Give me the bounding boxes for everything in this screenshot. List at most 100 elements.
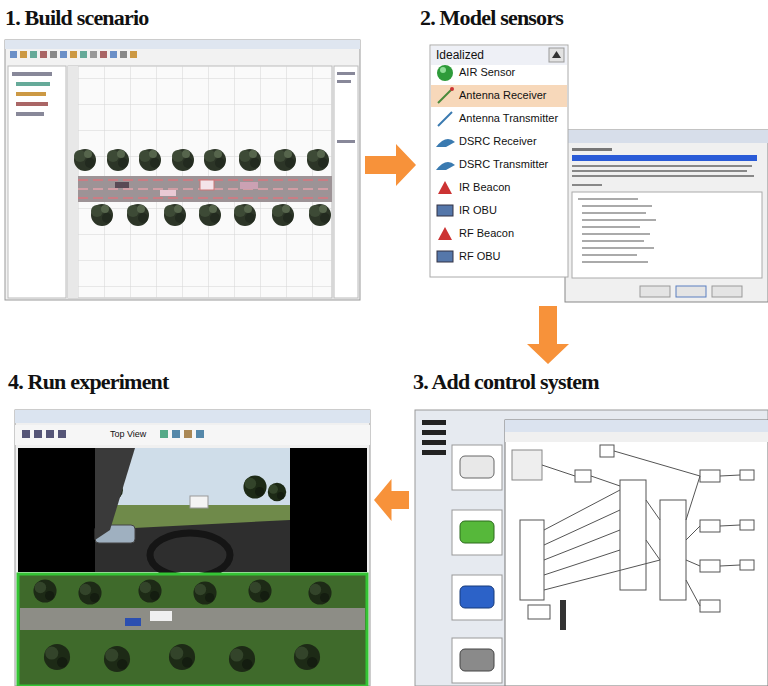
control-model-screenshot-part	[415, 410, 768, 686]
scenario-screenshot-part	[100, 51, 107, 58]
sensor-library-screenshot-part	[582, 240, 644, 242]
experiment-screenshot-part	[44, 644, 70, 670]
sensor-library-screenshot-part	[436, 162, 455, 170]
scenario-screenshot-part	[309, 204, 331, 226]
sensor-library-screenshot-part	[431, 46, 567, 65]
control-model-screenshot-part	[740, 520, 754, 530]
scenario-screenshot-part	[50, 51, 57, 58]
sensor-item: IR Beacon	[459, 181, 510, 194]
step-title: 3. Add control system	[413, 368, 599, 396]
sensor-library-screenshot-part	[565, 130, 768, 302]
sensor-library-screenshot-part	[565, 130, 768, 143]
sensor-item: DSRC Transmitter	[459, 158, 548, 171]
sensor-library-screenshot-part	[430, 45, 568, 277]
scenario-screenshot-part	[91, 204, 113, 226]
control-model-screenshot-part	[460, 521, 494, 543]
sensor-item: Antenna Transmitter	[459, 112, 558, 125]
scenario-screenshot-part	[16, 82, 50, 86]
sensor-library-screenshot-part	[582, 254, 637, 256]
sensor-library-screenshot-part	[582, 226, 640, 228]
sensor-library-screenshot-part	[676, 286, 706, 297]
sensor-library-screenshot-part	[572, 170, 747, 172]
sensor-library-screenshot-part	[438, 112, 452, 126]
sensor-library-screenshot-part	[438, 227, 452, 240]
sensor-item: DSRC Receiver	[459, 135, 537, 148]
flow-arrow	[527, 306, 569, 364]
control-model-screenshot-part	[422, 430, 446, 435]
step-panel: 4. Run experiment	[8, 368, 370, 684]
sensor-library-screenshot-part	[582, 205, 652, 207]
experiment-screenshot-part	[18, 574, 367, 686]
control-model-screenshot-part	[700, 560, 720, 572]
scenario-screenshot-part	[127, 204, 149, 226]
scenario-screenshot-part	[164, 204, 186, 226]
sensor-library-screenshot-part	[549, 48, 564, 62]
control-model-screenshot-part	[660, 500, 686, 600]
scenario-screenshot-part	[107, 149, 129, 171]
control-model-screenshot-part	[600, 445, 614, 457]
experiment-screenshot-part	[172, 430, 180, 438]
control-model-screenshot-part	[520, 520, 544, 600]
control-model-screenshot-part	[422, 450, 446, 455]
sensor-library-screenshot-part	[438, 181, 452, 194]
sensor-library-screenshot-part	[450, 87, 454, 91]
sensor-item: RF OBU	[459, 250, 501, 263]
experiment-screenshot-part	[104, 646, 130, 672]
sensor-library-screenshot-part	[572, 165, 752, 167]
sensor-library-screenshot-part	[440, 67, 446, 73]
control-model-screenshot-part	[452, 510, 502, 555]
sensor-library-screenshot-part	[572, 184, 602, 186]
sensor-library-screenshot-part	[572, 155, 757, 161]
experiment-screenshot-part	[196, 430, 204, 438]
toolbar-label: Top View	[110, 429, 146, 440]
sensor-library-screenshot	[430, 45, 768, 302]
control-model-screenshot-part	[560, 600, 566, 630]
scenario-screenshot-part	[40, 51, 47, 58]
scenario-screenshot-part	[172, 149, 194, 171]
sensor-library-screenshot-part	[582, 247, 654, 249]
control-model-screenshot-part	[528, 605, 550, 619]
experiment-screenshot-part	[248, 579, 271, 602]
scenario-screenshot-part	[204, 149, 226, 171]
experiment-screenshot-part	[150, 611, 172, 621]
control-model-screenshot-part	[505, 420, 768, 686]
scenario-screenshot-part	[16, 102, 48, 106]
control-model-screenshot-part	[700, 520, 720, 532]
experiment-screenshot-part	[15, 410, 370, 423]
experiment-screenshot-part	[58, 430, 66, 438]
experiment-screenshot-part	[46, 430, 54, 438]
experiment-screenshot-part	[95, 448, 290, 572]
sensor-library-screenshot-part	[437, 65, 453, 81]
control-model-screenshot-part	[575, 470, 591, 482]
experiment-screenshot-part	[160, 430, 168, 438]
experiment-screenshot-part	[268, 483, 286, 501]
control-model-screenshot-part	[740, 470, 754, 480]
experiment-screenshot-part	[294, 644, 320, 670]
control-model-screenshot-part	[422, 440, 446, 445]
step-title: 4. Run experiment	[8, 368, 169, 396]
sensor-library-screenshot-part	[572, 192, 762, 278]
experiment-screenshot-part	[308, 581, 331, 604]
control-model-screenshot-part	[720, 475, 740, 566]
sensor-library-screenshot-part	[582, 261, 648, 263]
scenario-screenshot-part	[337, 80, 351, 83]
step-panel: 3. Add control system	[413, 368, 766, 684]
scenario-screenshot-part	[16, 92, 46, 96]
sensor-item: AIR Sensor	[459, 66, 515, 79]
experiment-screenshot-part	[95, 448, 135, 540]
experiment-screenshot-part	[34, 430, 42, 438]
experiment-screenshot-part	[150, 533, 230, 577]
scenario-screenshot	[5, 40, 360, 300]
sensor-library-screenshot-part	[582, 233, 650, 235]
scenario-screenshot-part	[110, 51, 117, 58]
experiment-screenshot-part	[95, 520, 290, 572]
experiment-screenshot-part	[243, 475, 266, 498]
experiment-screenshot-part	[138, 579, 161, 602]
control-model-screenshot-part	[512, 450, 542, 480]
experiment-screenshot-part	[229, 646, 255, 672]
sensor-library-screenshot-part	[582, 212, 646, 214]
